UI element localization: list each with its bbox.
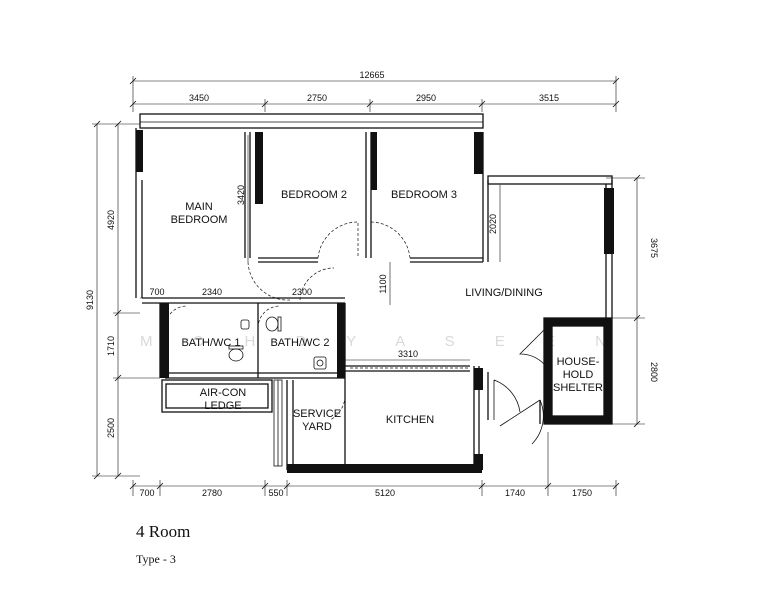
- room-service-yard-line1: SERVICE: [293, 408, 341, 420]
- dim-bath-left: 700: [149, 287, 164, 297]
- dim-bottom-2: 2780: [202, 488, 222, 498]
- dim-top-4: 3515: [539, 93, 559, 103]
- room-bath-wc-2: BATH/WC 2: [270, 337, 329, 349]
- dim-bath2-width: 2300: [292, 287, 312, 297]
- dim-right-1: 3675: [649, 238, 659, 258]
- dimension-lines: [92, 76, 645, 496]
- room-service-yard-line2: YARD: [302, 421, 332, 433]
- dim-left-total: 9130: [85, 290, 95, 310]
- doors: [164, 221, 545, 467]
- room-household-shelter-line2: HOLD: [563, 369, 594, 381]
- room-household-shelter-line1: HOUSE-: [557, 356, 600, 368]
- room-main-bedroom-line2: BEDROOM: [171, 214, 228, 226]
- dim-left-1: 4920: [106, 210, 116, 230]
- room-kitchen: KITCHEN: [386, 414, 434, 426]
- sanitary-fixtures: [228, 316, 327, 370]
- dim-bottom-4: 5120: [375, 488, 395, 498]
- dim-top-3: 2950: [416, 93, 436, 103]
- room-aircon-ledge-line1: AIR-CON: [200, 387, 247, 399]
- room-bedroom-2: BEDROOM 2: [281, 189, 347, 201]
- room-living-dining: LIVING/DINING: [465, 287, 543, 299]
- dim-bottom-3: 550: [268, 488, 283, 498]
- dim-top-1: 3450: [189, 93, 209, 103]
- dim-top-2: 2750: [307, 93, 327, 103]
- dim-bottom-1: 700: [139, 488, 154, 498]
- dim-overall-width: 12665: [359, 70, 384, 80]
- dim-corridor: 1100: [378, 274, 388, 293]
- dim-bottom-5: 1740: [505, 488, 525, 498]
- dim-left-2: 1710: [106, 336, 116, 356]
- dim-kitchen-width: 3310: [398, 349, 418, 359]
- dim-bedroom3-height: 2020: [488, 214, 498, 234]
- room-bath-wc-1: BATH/WC 1: [181, 337, 240, 349]
- plan-title: 4 Room: [136, 522, 190, 541]
- watermark: M O H D Y A S E E N: [140, 333, 624, 350]
- structural-walls: [136, 130, 614, 473]
- dim-bottom-6: 1750: [572, 488, 592, 498]
- plan-subtitle: Type - 3: [136, 552, 176, 566]
- room-household-shelter-line3: SHELTER: [553, 382, 603, 394]
- dim-bath1-width: 2340: [202, 287, 222, 297]
- dim-left-3: 2500: [106, 418, 116, 438]
- room-aircon-ledge-line2: LEDGE: [204, 400, 241, 412]
- dim-main-bedroom-height: 3420: [236, 185, 246, 205]
- dim-right-2: 2800: [649, 362, 659, 382]
- room-bedroom-3: BEDROOM 3: [391, 189, 457, 201]
- room-main-bedroom-line1: MAIN: [185, 201, 213, 213]
